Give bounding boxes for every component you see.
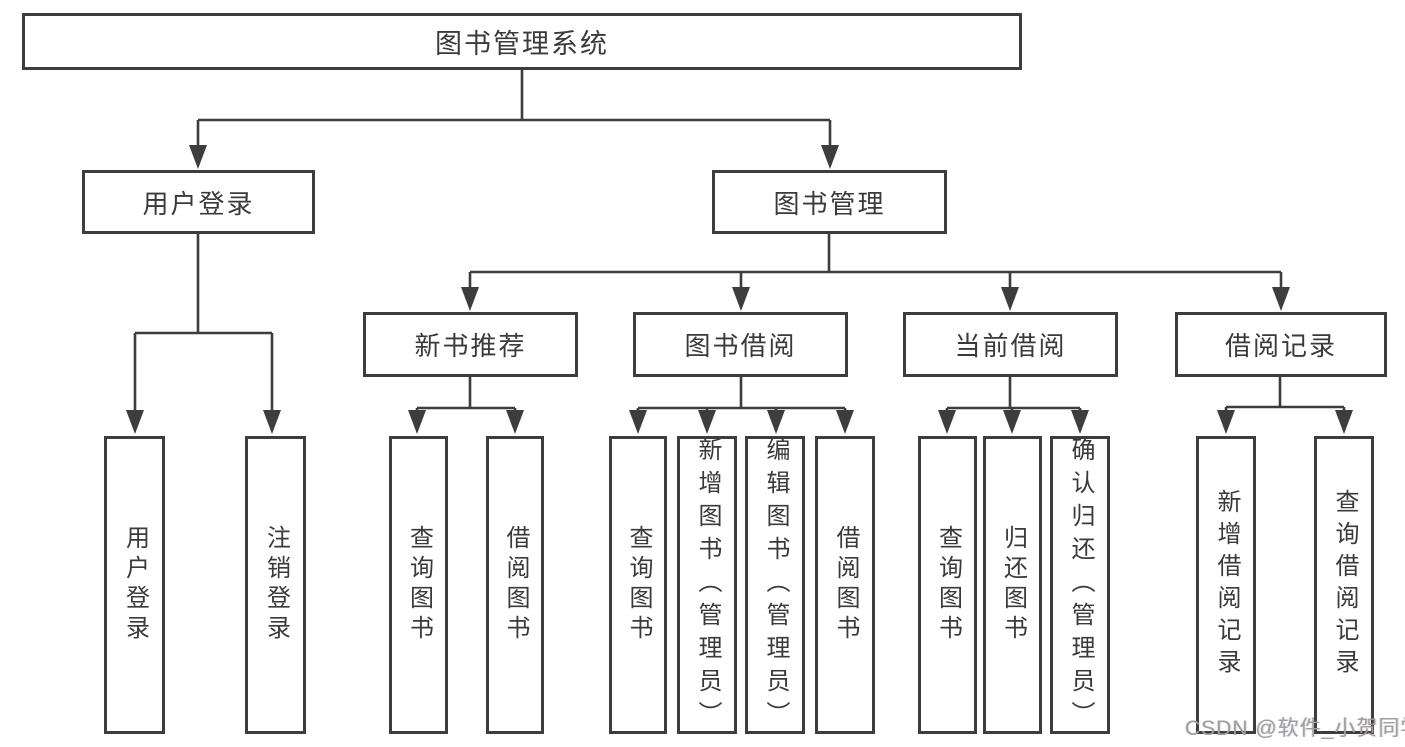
connector-book-borrowing-to-children (629, 377, 854, 434)
leaf-bb-query-books-label: 查询图书 (625, 525, 652, 645)
leaf-bb-edit-books-admin-label: 编辑图书（管理员） (762, 436, 789, 734)
node-borrowing-records: 借阅记录 (1175, 312, 1387, 377)
leaf-logout-label: 注销登录 (262, 525, 290, 645)
leaf-user-login-label: 用户登录 (121, 525, 149, 645)
leaf-cb-return-books-label: 归还图书 (999, 525, 1027, 645)
connector-user-login-to-children (126, 234, 281, 434)
leaf-user-login: 用户登录 (104, 436, 165, 734)
leaf-nbr-borrow-books-label: 借阅图书 (502, 525, 529, 645)
leaf-bb-query-books: 查询图书 (609, 436, 667, 734)
leaf-bb-borrow-books: 借阅图书 (815, 436, 875, 734)
leaf-cb-query-books-label: 查询图书 (934, 525, 962, 645)
node-borrowing-records-label: 借阅记录 (1224, 331, 1337, 361)
node-book-borrowing: 图书借阅 (633, 312, 848, 377)
node-book-management: 图书管理 (712, 170, 947, 234)
connector-borrowing-records-to-children (1217, 377, 1353, 434)
leaf-cb-return-books: 归还图书 (983, 436, 1042, 734)
watermark: CSDN @软件_小贺同学 (1185, 717, 1405, 740)
node-root-label: 图书管理系统 (435, 29, 609, 59)
leaf-br-add-record: 新增借阅记录 (1196, 436, 1256, 734)
node-current-borrowing: 当前借阅 (903, 312, 1118, 377)
node-book-management-label: 图书管理 (773, 188, 886, 219)
connector-current-borrowing-to-children (938, 377, 1089, 434)
leaf-bb-borrow-books-label: 借阅图书 (832, 525, 859, 645)
leaf-cb-confirm-return-admin: 确认归还（管理员） (1050, 436, 1110, 734)
node-root: 图书管理系统 (22, 13, 1022, 70)
node-new-book-recommendation: 新书推荐 (363, 312, 578, 377)
leaf-nbr-query-books-label: 查询图书 (405, 525, 433, 645)
leaf-logout: 注销登录 (245, 436, 306, 734)
leaf-bb-add-books-admin-label: 新增图书（管理员） (694, 436, 721, 734)
leaf-cb-confirm-return-admin-label: 确认归还（管理员） (1067, 436, 1094, 734)
connector-book-management-to-sections (461, 234, 1290, 311)
leaf-cb-query-books: 查询图书 (918, 436, 977, 734)
leaf-nbr-query-books: 查询图书 (389, 436, 448, 734)
node-user-login-label: 用户登录 (142, 188, 255, 219)
node-new-book-recommendation-label: 新书推荐 (414, 331, 527, 361)
leaf-br-add-record-label: 新增借阅记录 (1213, 489, 1240, 681)
node-book-borrowing-label: 图书借阅 (684, 331, 797, 361)
leaf-bb-edit-books-admin: 编辑图书（管理员） (745, 436, 805, 734)
connector-root-to-branches (189, 70, 839, 169)
connector-new-book-recommendation-to-children (408, 377, 524, 434)
leaf-br-query-record-label: 查询借阅记录 (1331, 489, 1358, 681)
leaf-nbr-borrow-books: 借阅图书 (486, 436, 544, 734)
node-current-borrowing-label: 当前借阅 (954, 331, 1067, 361)
node-user-login: 用户登录 (82, 170, 315, 234)
leaf-bb-add-books-admin: 新增图书（管理员） (677, 436, 737, 734)
leaf-br-query-record: 查询借阅记录 (1314, 436, 1374, 734)
